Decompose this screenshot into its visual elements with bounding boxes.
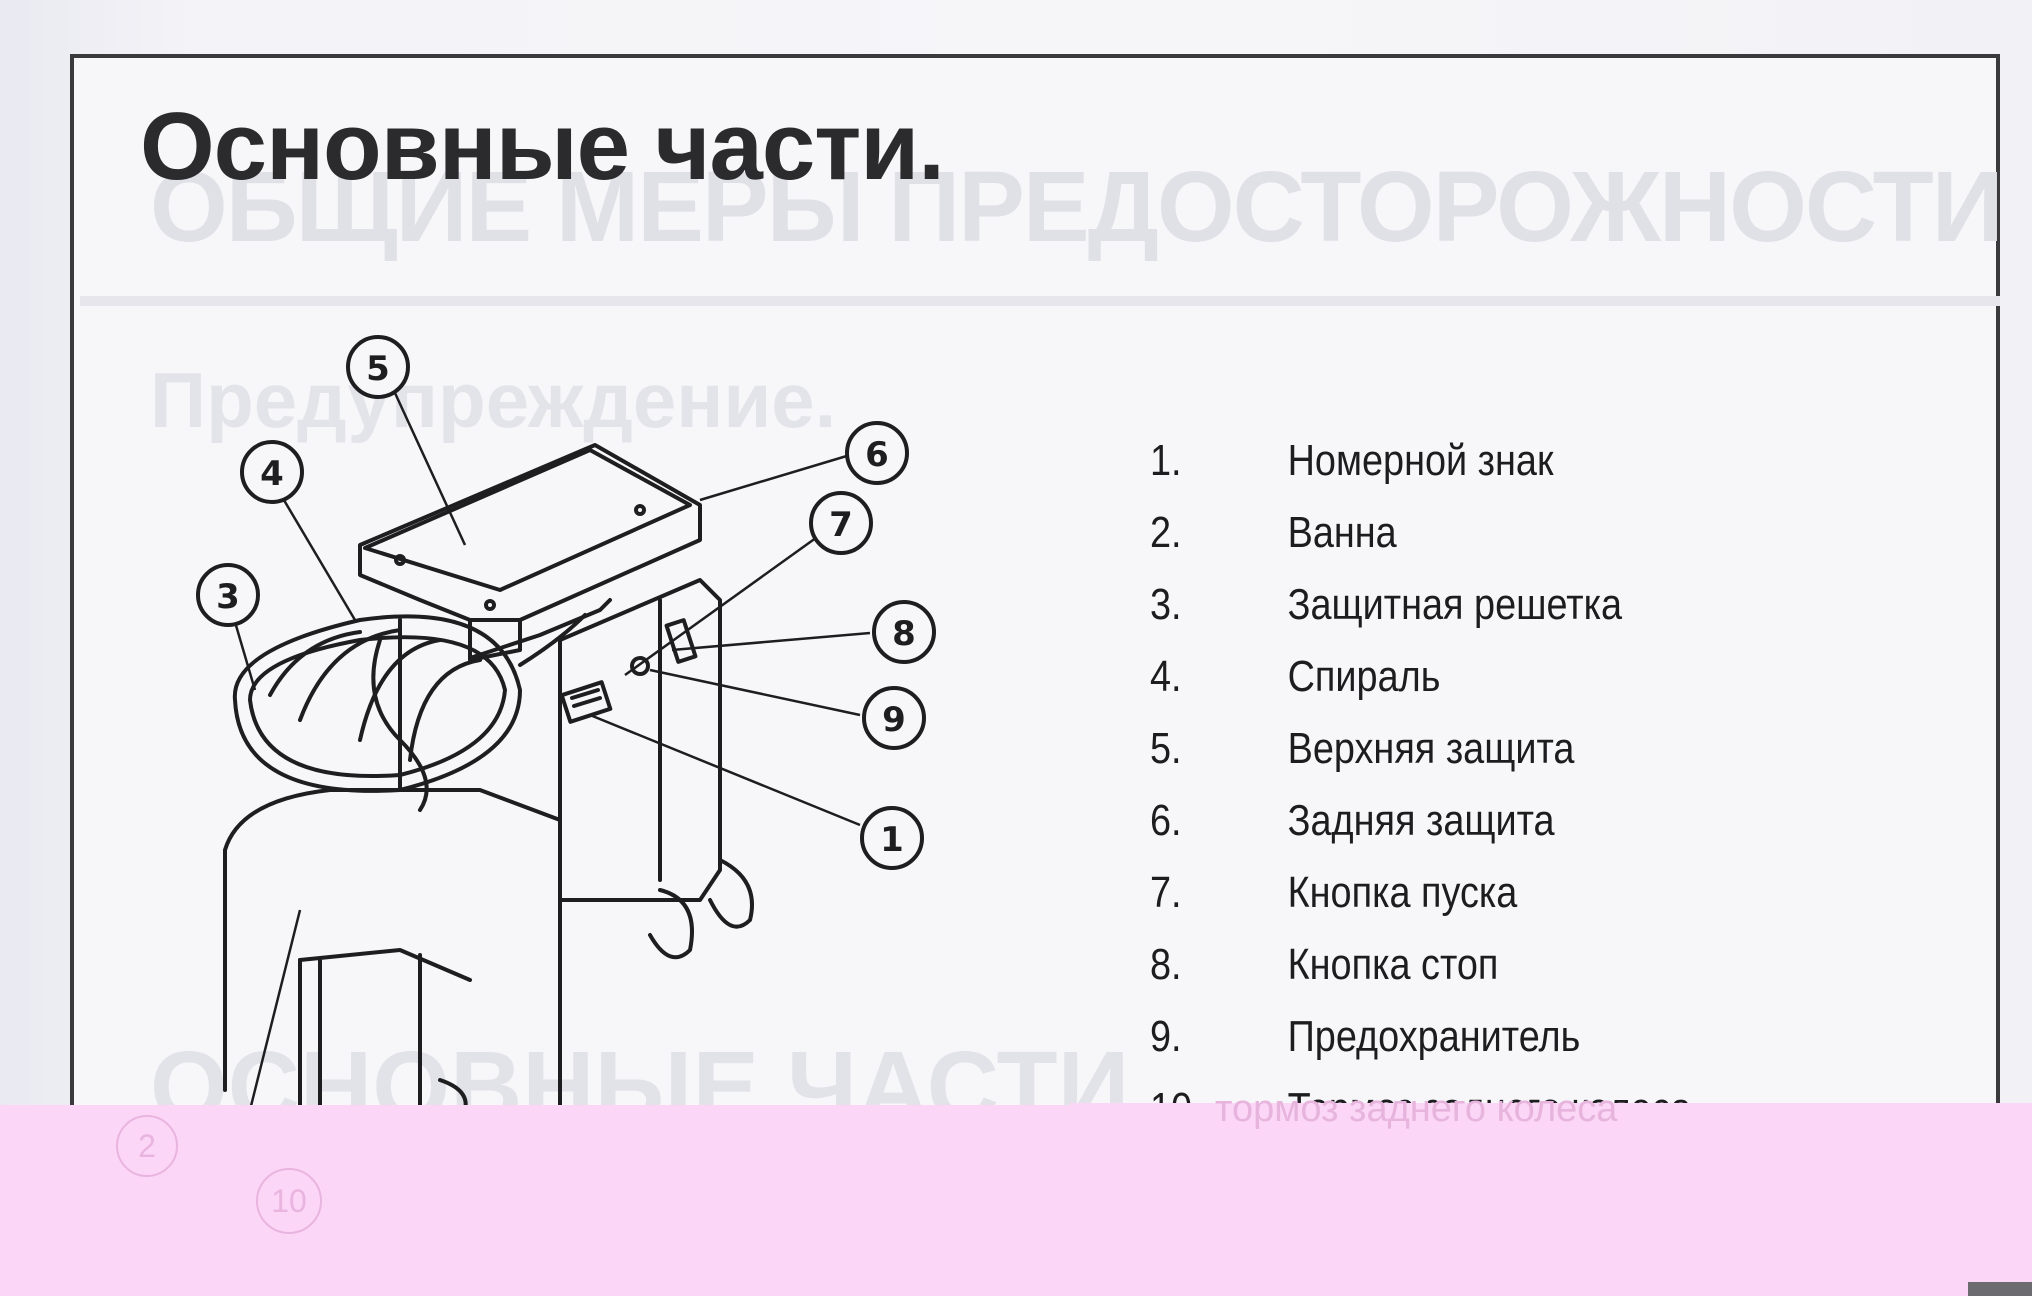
pink-overlay-edge bbox=[1070, 1103, 2032, 1109]
parts-list-item: 4. Спираль bbox=[1150, 641, 1692, 713]
parts-list-item: 5. Верхняя защита bbox=[1150, 713, 1692, 785]
part-number: 5. bbox=[1150, 724, 1182, 773]
callout-9-label: 9 bbox=[882, 700, 906, 740]
callout-8-label: 8 bbox=[892, 614, 916, 654]
part-number: 8. bbox=[1150, 940, 1182, 989]
mixer-head bbox=[358, 443, 702, 622]
part-number: 3. bbox=[1150, 580, 1182, 629]
callout-6: 6 bbox=[845, 421, 909, 485]
mixer-handle bbox=[708, 858, 754, 929]
part-number: 7. bbox=[1150, 868, 1182, 917]
callout-1: 1 bbox=[860, 806, 924, 870]
callout-4-label: 4 bbox=[260, 454, 284, 494]
callout-8: 8 bbox=[872, 600, 936, 664]
part-label: Предохранитель bbox=[1287, 1012, 1581, 1061]
part-label: Спираль bbox=[1287, 652, 1441, 701]
page-title: Основные части. bbox=[140, 93, 945, 200]
callout-7-label: 7 bbox=[829, 505, 853, 545]
part-label: Задняя защита bbox=[1287, 796, 1555, 845]
mixer-bowl-rim-inner bbox=[248, 635, 507, 778]
part-label: Кнопка пуска bbox=[1287, 868, 1518, 917]
pink-overlay-band bbox=[0, 1105, 2032, 1296]
fuse-plate-lines bbox=[570, 688, 602, 708]
callout-3: 3 bbox=[196, 563, 260, 627]
parts-list-item: 1. Номерной знак bbox=[1150, 425, 1692, 497]
callout-5: 5 bbox=[346, 335, 410, 399]
mixer-head-top bbox=[363, 448, 692, 592]
callout-9: 9 bbox=[862, 686, 926, 750]
leader-lines bbox=[228, 392, 871, 1111]
part-label: Защитная решетка bbox=[1287, 580, 1623, 629]
faint-callout-2: 2 bbox=[116, 1115, 178, 1177]
mixer-base-front bbox=[298, 948, 472, 1107]
callout-4: 4 bbox=[240, 440, 304, 504]
part-number: 4. bbox=[1150, 652, 1182, 701]
document-frame bbox=[70, 54, 2000, 1296]
parts-list-item: 9. Предохранитель bbox=[1150, 1001, 1692, 1073]
stop-button-housing bbox=[664, 618, 698, 664]
parts-list-item: 7. Кнопка пуска bbox=[1150, 857, 1692, 929]
parts-list-item: 8. Кнопка стоп bbox=[1150, 929, 1692, 1001]
mixer-bowl-rim bbox=[232, 614, 522, 793]
corner-mark bbox=[1968, 1282, 2032, 1296]
part-number: 6. bbox=[1150, 796, 1182, 845]
bleed-through-rule bbox=[80, 296, 2000, 306]
faint-callout-10: 10 bbox=[256, 1168, 322, 1234]
part-label: Ванна bbox=[1287, 508, 1397, 557]
start-button bbox=[630, 656, 650, 676]
faint-callout-2-label: 2 bbox=[138, 1128, 156, 1164]
mixer-wheel-rear bbox=[648, 888, 694, 960]
part-number: 1. bbox=[1150, 436, 1182, 485]
faint-part-10-text: тормоз заднего колеса bbox=[1215, 1088, 1618, 1130]
part-number: 9. bbox=[1150, 1012, 1182, 1061]
faint-callout-10-label: 10 bbox=[271, 1183, 307, 1219]
callout-7: 7 bbox=[809, 491, 873, 555]
part-number: 2. bbox=[1150, 508, 1182, 557]
parts-list-item: 3. Защитная решетка bbox=[1150, 569, 1692, 641]
part-label: Верхняя защита bbox=[1287, 724, 1575, 773]
part-label: Кнопка стоп bbox=[1287, 940, 1499, 989]
callout-3-label: 3 bbox=[216, 577, 240, 617]
part-label: Номерной знак bbox=[1287, 436, 1554, 485]
mixer-arm bbox=[468, 598, 612, 660]
mixer-column bbox=[558, 578, 722, 902]
callout-6-label: 6 bbox=[865, 435, 889, 475]
callout-5-label: 5 bbox=[366, 349, 390, 389]
mixer-head-front bbox=[468, 618, 522, 662]
parts-list: 1. Номерной знак 2. Ванна 3. Защитная решет… bbox=[1150, 425, 1780, 1145]
mixer-rear-arm bbox=[518, 613, 587, 667]
parts-list-item: 2. Ванна bbox=[1150, 497, 1692, 569]
parts-list-item: 6. Задняя защита bbox=[1150, 785, 1692, 857]
callout-1-label: 1 bbox=[880, 820, 904, 860]
mixer-guard-bars bbox=[268, 628, 482, 762]
